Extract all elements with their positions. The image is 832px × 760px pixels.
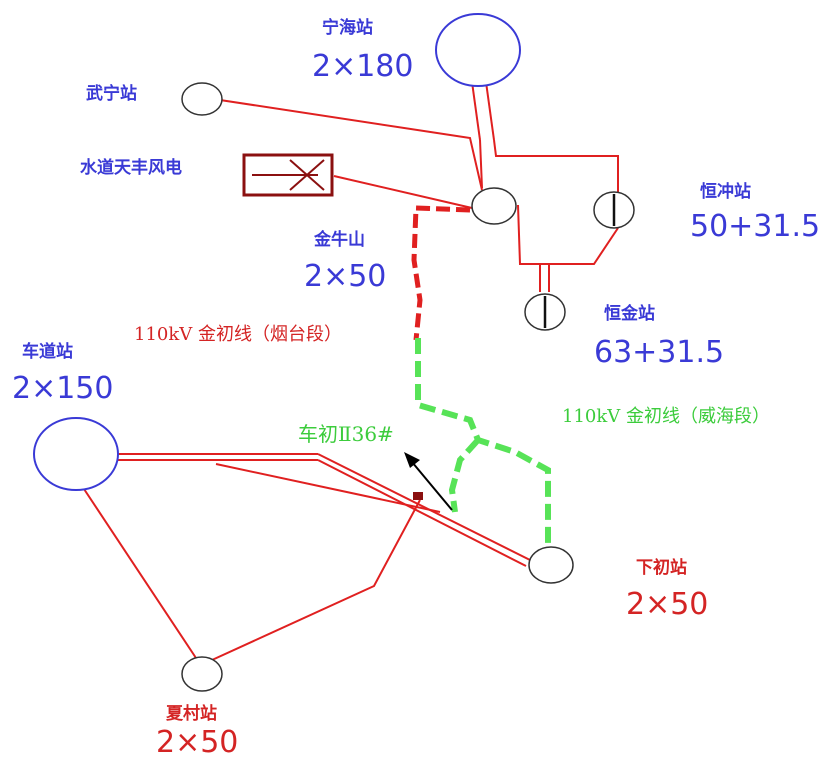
weihai-segment-label: 110kV 金初线（威海段） xyxy=(562,406,770,427)
line-weihai-main xyxy=(415,338,551,548)
line-chedao-xiacun xyxy=(81,485,197,659)
node-xiacun[interactable] xyxy=(181,656,223,692)
line-ninghai-d xyxy=(493,139,619,195)
pointer-arrow xyxy=(404,452,453,511)
hengchong-name: 恒冲站 xyxy=(700,182,751,202)
chedao-name: 车道站 xyxy=(22,342,73,362)
upper-red-network xyxy=(219,81,619,292)
line-ninghai-b xyxy=(485,81,495,141)
line-chedao-xiachu-d xyxy=(317,459,527,567)
node-xiachu[interactable] xyxy=(528,546,574,584)
wind-farm-symbol[interactable] xyxy=(242,153,334,197)
ninghai-name: 宁海站 xyxy=(322,18,373,38)
node-ninghai[interactable] xyxy=(435,13,521,87)
hengjin-capacity: 63+31.5 xyxy=(594,335,725,370)
xiachu-name: 下初站 xyxy=(636,558,687,578)
line-wuning-jinniushan xyxy=(219,99,483,191)
station-nodes xyxy=(33,13,635,692)
line-wind-jinniushan xyxy=(333,175,473,209)
line-jinniushan-box xyxy=(517,204,619,265)
jinniushan-capacity: 2×50 xyxy=(304,259,387,294)
hengjin-name: 恒金站 xyxy=(604,304,655,324)
line-xiacun-tower xyxy=(211,499,421,661)
xiacun-name: 夏村站 xyxy=(166,704,217,724)
node-jinniushan[interactable] xyxy=(471,187,517,225)
xiacun-capacity: 2×50 xyxy=(156,725,239,760)
ninghai-capacity: 2×180 xyxy=(312,49,414,84)
line-ninghai-a xyxy=(471,81,481,141)
jinniushan-name: 金牛山 xyxy=(314,230,365,250)
xiachu-capacity: 2×50 xyxy=(626,587,709,622)
line-ninghai-c xyxy=(479,139,483,189)
yantai-segment-label: 110kV 金初线（烟台段） xyxy=(134,324,342,345)
lower-red-network xyxy=(81,453,531,661)
node-wuning[interactable] xyxy=(181,82,223,116)
tower-marker xyxy=(413,492,423,500)
node-chedao[interactable] xyxy=(33,417,119,491)
hengchong-capacity: 50+31.5 xyxy=(690,209,821,244)
chedao-capacity: 2×150 xyxy=(12,371,114,406)
tower-label: 车初Ⅱ36# xyxy=(298,422,394,446)
line-weihai-branch xyxy=(448,437,481,513)
wuning-name: 武宁站 xyxy=(86,84,137,104)
line-chedao-xiachu-c xyxy=(317,453,531,561)
wind-name: 水道天丰风电 xyxy=(80,158,182,178)
line-yantai-segment xyxy=(411,205,471,341)
weihai-segment-lines xyxy=(415,338,551,548)
line-chedao-xiachu-e xyxy=(215,463,441,513)
